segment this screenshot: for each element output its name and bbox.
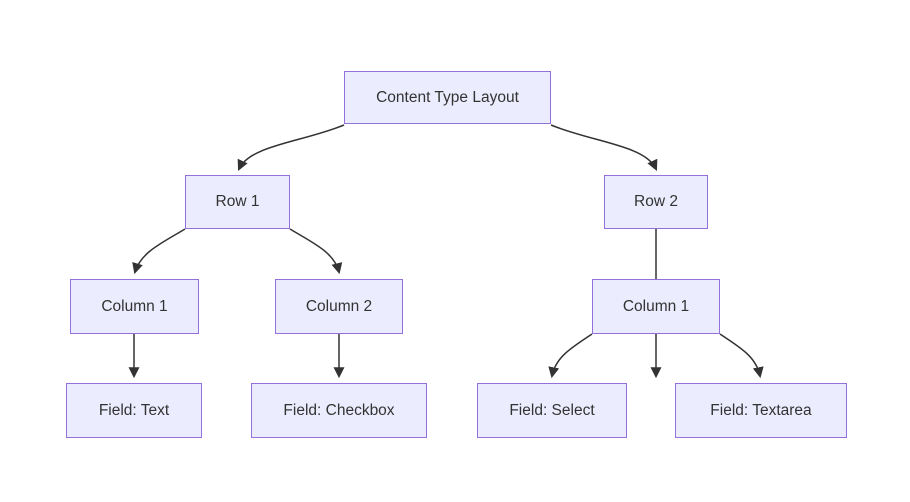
node-row-1: Row 1 [185, 175, 290, 229]
node-field-select: Field: Select [477, 383, 627, 438]
node-label: Row 1 [215, 193, 260, 211]
edge-column1-field-textarea [719, 333, 764, 379]
node-row-2: Row 2 [604, 175, 708, 229]
edge-row1-column2 [289, 228, 343, 275]
node-field-textarea: Field: Textarea [675, 383, 847, 438]
node-label: Field: Text [98, 401, 170, 419]
node-label: Row 2 [634, 193, 678, 211]
node-label: Field: Select [509, 401, 595, 419]
edge-layout-row1 [237, 124, 345, 171]
node-row1-column-1: Column 1 [70, 279, 199, 334]
node-row1-column-2: Column 2 [275, 279, 403, 334]
edge-column1-field-select [548, 333, 593, 379]
node-field-text: Field: Text [66, 383, 202, 438]
edge-row1-column1 [132, 228, 186, 275]
node-label: Field: Checkbox [283, 401, 395, 419]
edge-layout-row2 [550, 124, 658, 171]
node-label: Column 2 [305, 297, 373, 315]
node-row2-column-1: Column 1 [592, 279, 720, 334]
node-label: Content Type Layout [376, 88, 519, 106]
node-content-type-layout: Content Type Layout [344, 71, 551, 124]
node-field-checkbox: Field: Checkbox [251, 383, 427, 438]
node-label: Field: Textarea [710, 401, 812, 419]
node-label: Column 1 [101, 297, 168, 315]
node-label: Column 1 [622, 297, 690, 315]
